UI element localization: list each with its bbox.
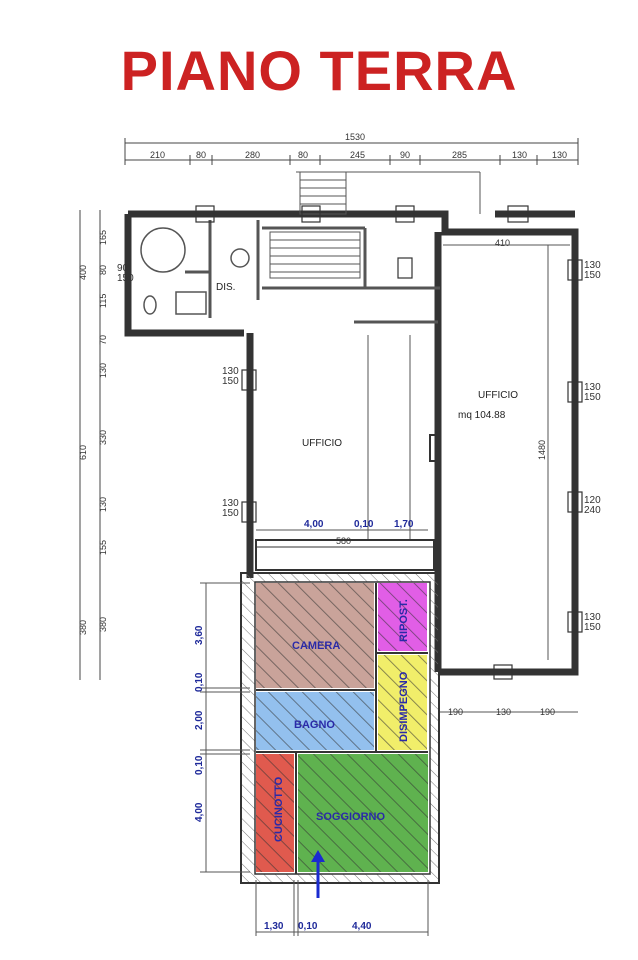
- new-top-dim: 1,70: [394, 519, 414, 530]
- left-dim: 610: [78, 445, 88, 460]
- wc-fixtures: [140, 227, 250, 315]
- new-left-dim: 3,60: [194, 625, 205, 645]
- inner-walls: [185, 220, 440, 324]
- left-dim: 380: [78, 620, 88, 635]
- svg-text:130: 130: [584, 260, 601, 271]
- top-dim: 130: [512, 150, 527, 160]
- left-dim: 155: [98, 540, 108, 555]
- left-dim: 165: [98, 230, 108, 245]
- left-dim: 130: [98, 497, 108, 512]
- entrance-arrow-icon: [311, 850, 325, 898]
- left-dim: 380: [98, 617, 108, 632]
- top-dim: 90: [400, 150, 410, 160]
- top-dim: 210: [150, 150, 165, 160]
- height-1480: 1480: [537, 440, 547, 460]
- dis-label: DIS.: [216, 282, 235, 293]
- bottom-dim: 190: [448, 707, 463, 717]
- svg-text:130: 130: [584, 382, 601, 393]
- pillar: [429, 434, 441, 462]
- svg-text:150: 150: [584, 392, 601, 403]
- top-dim: 245: [350, 150, 365, 160]
- top-dim: 80: [298, 150, 308, 160]
- top-part-dims: 210 80 280 80 245 90 285 130 130: [150, 150, 567, 160]
- soggiorno-label: SOGGIORNO: [316, 811, 386, 823]
- svg-text:130: 130: [584, 612, 601, 623]
- top-total-dim: 1530: [345, 132, 365, 142]
- left-dim: 115: [98, 294, 108, 308]
- top-dim: 285: [452, 150, 467, 160]
- camera-label: CAMERA: [292, 640, 340, 652]
- top-dimension-lines: [124, 138, 579, 165]
- svg-text:150: 150: [222, 508, 239, 519]
- ufficio-right-label: UFFICIO: [478, 390, 518, 401]
- left-dim: 80: [98, 265, 108, 275]
- new-bottom-dims: [255, 880, 429, 936]
- svg-text:90: 90: [117, 263, 129, 274]
- corridor: [255, 539, 435, 571]
- ufficio-right-area: mq 104.88: [458, 410, 506, 421]
- new-left-dim: 2,00: [194, 710, 205, 730]
- ripost-label: RIPOST.: [398, 599, 410, 642]
- svg-text:120: 120: [584, 495, 601, 506]
- width-580: 580: [336, 536, 351, 546]
- width-410: 410: [495, 238, 510, 248]
- left-dim: 70: [98, 335, 108, 345]
- disimpegno-label: DISIMPEGNO: [398, 671, 410, 742]
- svg-text:150: 150: [584, 270, 601, 281]
- bottom-dim: 130: [496, 707, 511, 717]
- existing-bottom-dims: 190 130 190: [440, 707, 578, 717]
- cucinotto-label: CUCINOTTO: [273, 776, 285, 842]
- left-dims: 400 610 380 165 80 115 70 130 330 130 15…: [78, 230, 108, 635]
- svg-text:240: 240: [584, 505, 601, 516]
- new-left-dim: 0,10: [194, 672, 205, 692]
- bottom-dim: 190: [540, 707, 555, 717]
- top-dim: 130: [552, 150, 567, 160]
- left-dim: 400: [78, 265, 88, 280]
- left-dim: 330: [98, 430, 108, 445]
- top-dim: 280: [245, 150, 260, 160]
- new-left-dim: 4,00: [194, 802, 205, 822]
- svg-text:130: 130: [222, 366, 239, 377]
- new-bottom-dim: 1,30: [264, 921, 284, 932]
- svg-text:150: 150: [222, 376, 239, 387]
- left-dim: 130: [98, 363, 108, 378]
- svg-text:150: 150: [584, 622, 601, 633]
- new-left-dims: [200, 582, 250, 873]
- partitions: [256, 583, 428, 874]
- page-title: PIANO TERRA: [120, 39, 518, 102]
- bagno-label: BAGNO: [294, 719, 335, 731]
- new-top-dim: 4,00: [304, 519, 324, 530]
- new-left-dim: 0,10: [194, 755, 205, 775]
- new-top-dims: 4,00 0,10 1,70: [256, 519, 428, 531]
- new-top-dim: 0,10: [354, 519, 374, 530]
- left-dimension-lines: [79, 210, 101, 680]
- svg-text:130: 130: [222, 498, 239, 509]
- window-markers: [195, 205, 583, 680]
- ufficio-dim-lines: [367, 335, 411, 540]
- stairs: [269, 171, 481, 279]
- top-dim: 80: [196, 150, 206, 160]
- svg-text:150: 150: [117, 273, 134, 284]
- ufficio-left-label: UFFICIO: [302, 438, 342, 449]
- new-bottom-dim: 4,40: [352, 921, 372, 932]
- new-bottom-dim: 0,10: [298, 921, 318, 932]
